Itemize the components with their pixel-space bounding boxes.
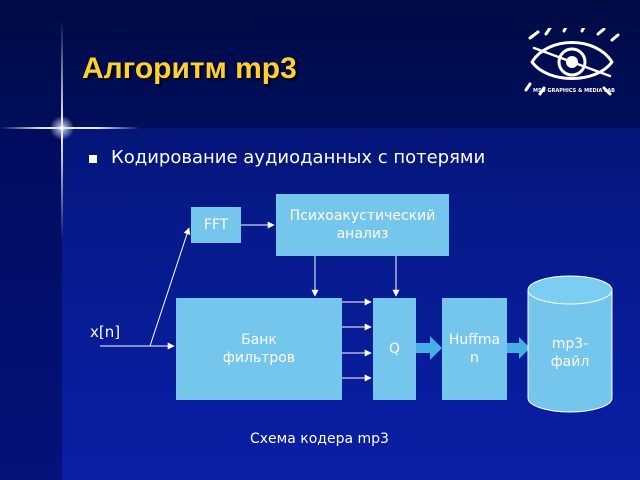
output-file-cylinder [527,275,613,413]
fft-label: FFT [203,217,229,233]
psychoacoustic-block: Психоакустический анализ [276,194,449,256]
left-band [0,128,62,480]
arrow-input-fft [149,227,191,347]
bullet-marker [89,155,97,163]
logo-caption: MSU GRAPHICS & MEDIA LAB [533,88,615,94]
eye-logo-icon [524,28,620,96]
bullet-text: Кодирование аудиоданных с потерями [111,147,486,168]
filterbank-label: Банк фильтров [222,332,296,366]
sparkle-decoration [0,20,140,240]
output-file-label-area: mp3- файл [528,318,612,388]
slide-title: Алгоритм mp3 [82,52,297,85]
fft-block: FFT [191,207,241,243]
quantizer-label: Q [388,341,401,357]
psychoacoustic-label: Психоакустический анализ [289,208,436,242]
input-signal-label: x[n] [90,323,121,341]
quantizer-block: Q [373,298,416,400]
huffman-block: Huffma n [442,298,507,400]
filterbank-block: Банк фильтров [176,298,342,400]
huffman-label: Huffma n [448,332,501,366]
diagram-caption: Схема кодера mp3 [250,431,389,447]
arrow-q-huffman [416,336,442,360]
arrow-huffman-output [507,337,530,359]
output-file-label: mp3- файл [550,336,590,370]
